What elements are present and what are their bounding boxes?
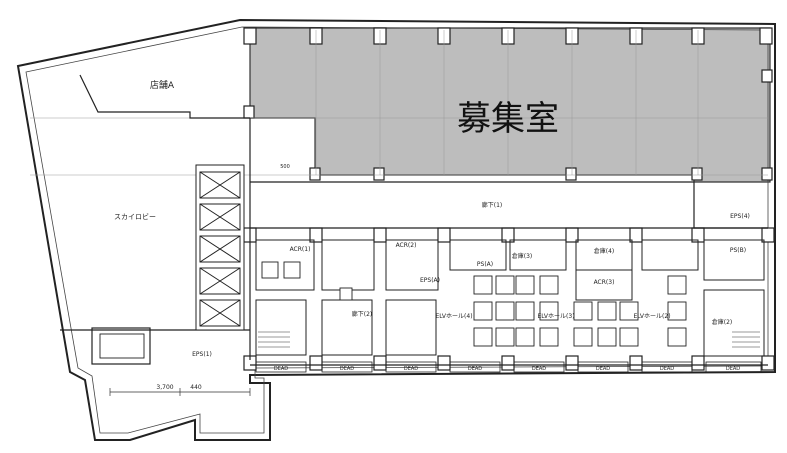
skylobby-label: スカイロビー	[114, 212, 156, 221]
vacancy-label: 募集室	[457, 99, 559, 139]
dead-label-2: DEAD	[340, 366, 354, 372]
elv-hall-4-label: ELVホール(4)	[435, 313, 472, 320]
eps-4-label: EPS(4)	[730, 213, 750, 220]
storage-2-label: 倉庫(2)	[712, 318, 733, 326]
dead-label-6: DEAD	[596, 366, 610, 372]
corridor-main-label: 廊下(1)	[482, 201, 503, 209]
building-outline	[16, 18, 776, 441]
ps-a-label: PS(A)	[477, 261, 493, 268]
corridor-walls	[250, 181, 768, 366]
ps-b-label: PS(B)	[730, 247, 746, 254]
corridor-sub-label: 廊下(2)	[352, 310, 373, 318]
acr-1-label: ACR(1)	[290, 246, 311, 253]
dimension-c: 500	[280, 164, 290, 170]
acr-3-label: ACR(3)	[594, 279, 615, 286]
elevator-banks-center	[99, 261, 687, 359]
dimension-b: 440	[190, 384, 202, 391]
dead-label-8: DEAD	[726, 366, 740, 372]
elv-hall-2-label: ELVホール(2)	[633, 313, 670, 320]
elevator-bank-left	[195, 164, 245, 331]
elv-hall-3-label: ELVホール(3)	[537, 313, 574, 320]
store-a-label: 店舗A	[150, 79, 175, 91]
dead-label-7: DEAD	[660, 366, 674, 372]
dead-label-5: DEAD	[532, 366, 546, 372]
acr-2-label: ACR(2)	[396, 242, 417, 249]
storage-4-label: 倉庫(4)	[594, 247, 615, 255]
building-outline-inner	[25, 26, 769, 434]
dead-label-1: DEAD	[274, 366, 288, 372]
dead-zones	[255, 361, 762, 373]
dead-label-4: DEAD	[468, 366, 482, 372]
gridlines	[30, 30, 768, 176]
eps-1-label: EPS(1)	[192, 351, 212, 358]
dimension-lines	[109, 388, 251, 396]
stairs	[258, 331, 760, 348]
eps-a-label: EPS(A)	[420, 277, 440, 284]
storage-3-label: 倉庫(3)	[512, 252, 533, 260]
dead-label-3: DEAD	[404, 366, 418, 372]
core-rooms	[255, 239, 765, 357]
dimension-a: 3,700	[156, 384, 173, 391]
